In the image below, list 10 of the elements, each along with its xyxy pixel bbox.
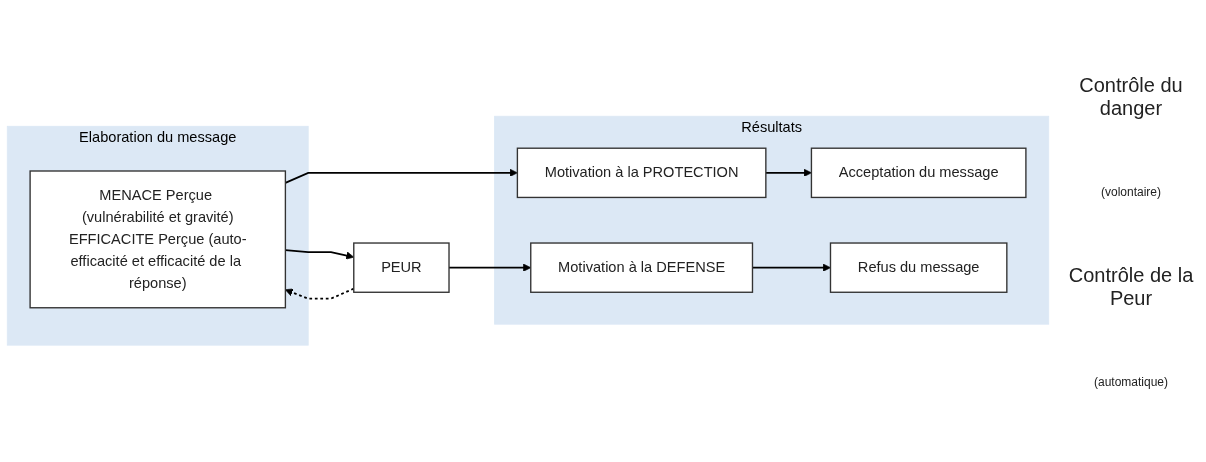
side-note: (volontaire) <box>1100 184 1162 199</box>
node-box: Motivation à la PROTECTION <box>516 147 767 199</box>
node-box: Motivation à la DEFENSE <box>530 242 754 294</box>
node-box: Refus du message <box>829 242 1008 294</box>
side-label: Contrôle du danger <box>1078 73 1184 120</box>
side-note: (automatique) <box>1092 374 1169 389</box>
node-box: MENACE Perçue (vulnérabilité et gravité) EFFICACITE Perçue (auto-efficacité et efficacité de la réponse) <box>29 170 287 309</box>
node-box: Acceptation du message <box>810 147 1027 199</box>
side-label: Contrôle de la Peur <box>1067 263 1195 310</box>
node-box: PEUR <box>353 242 450 294</box>
